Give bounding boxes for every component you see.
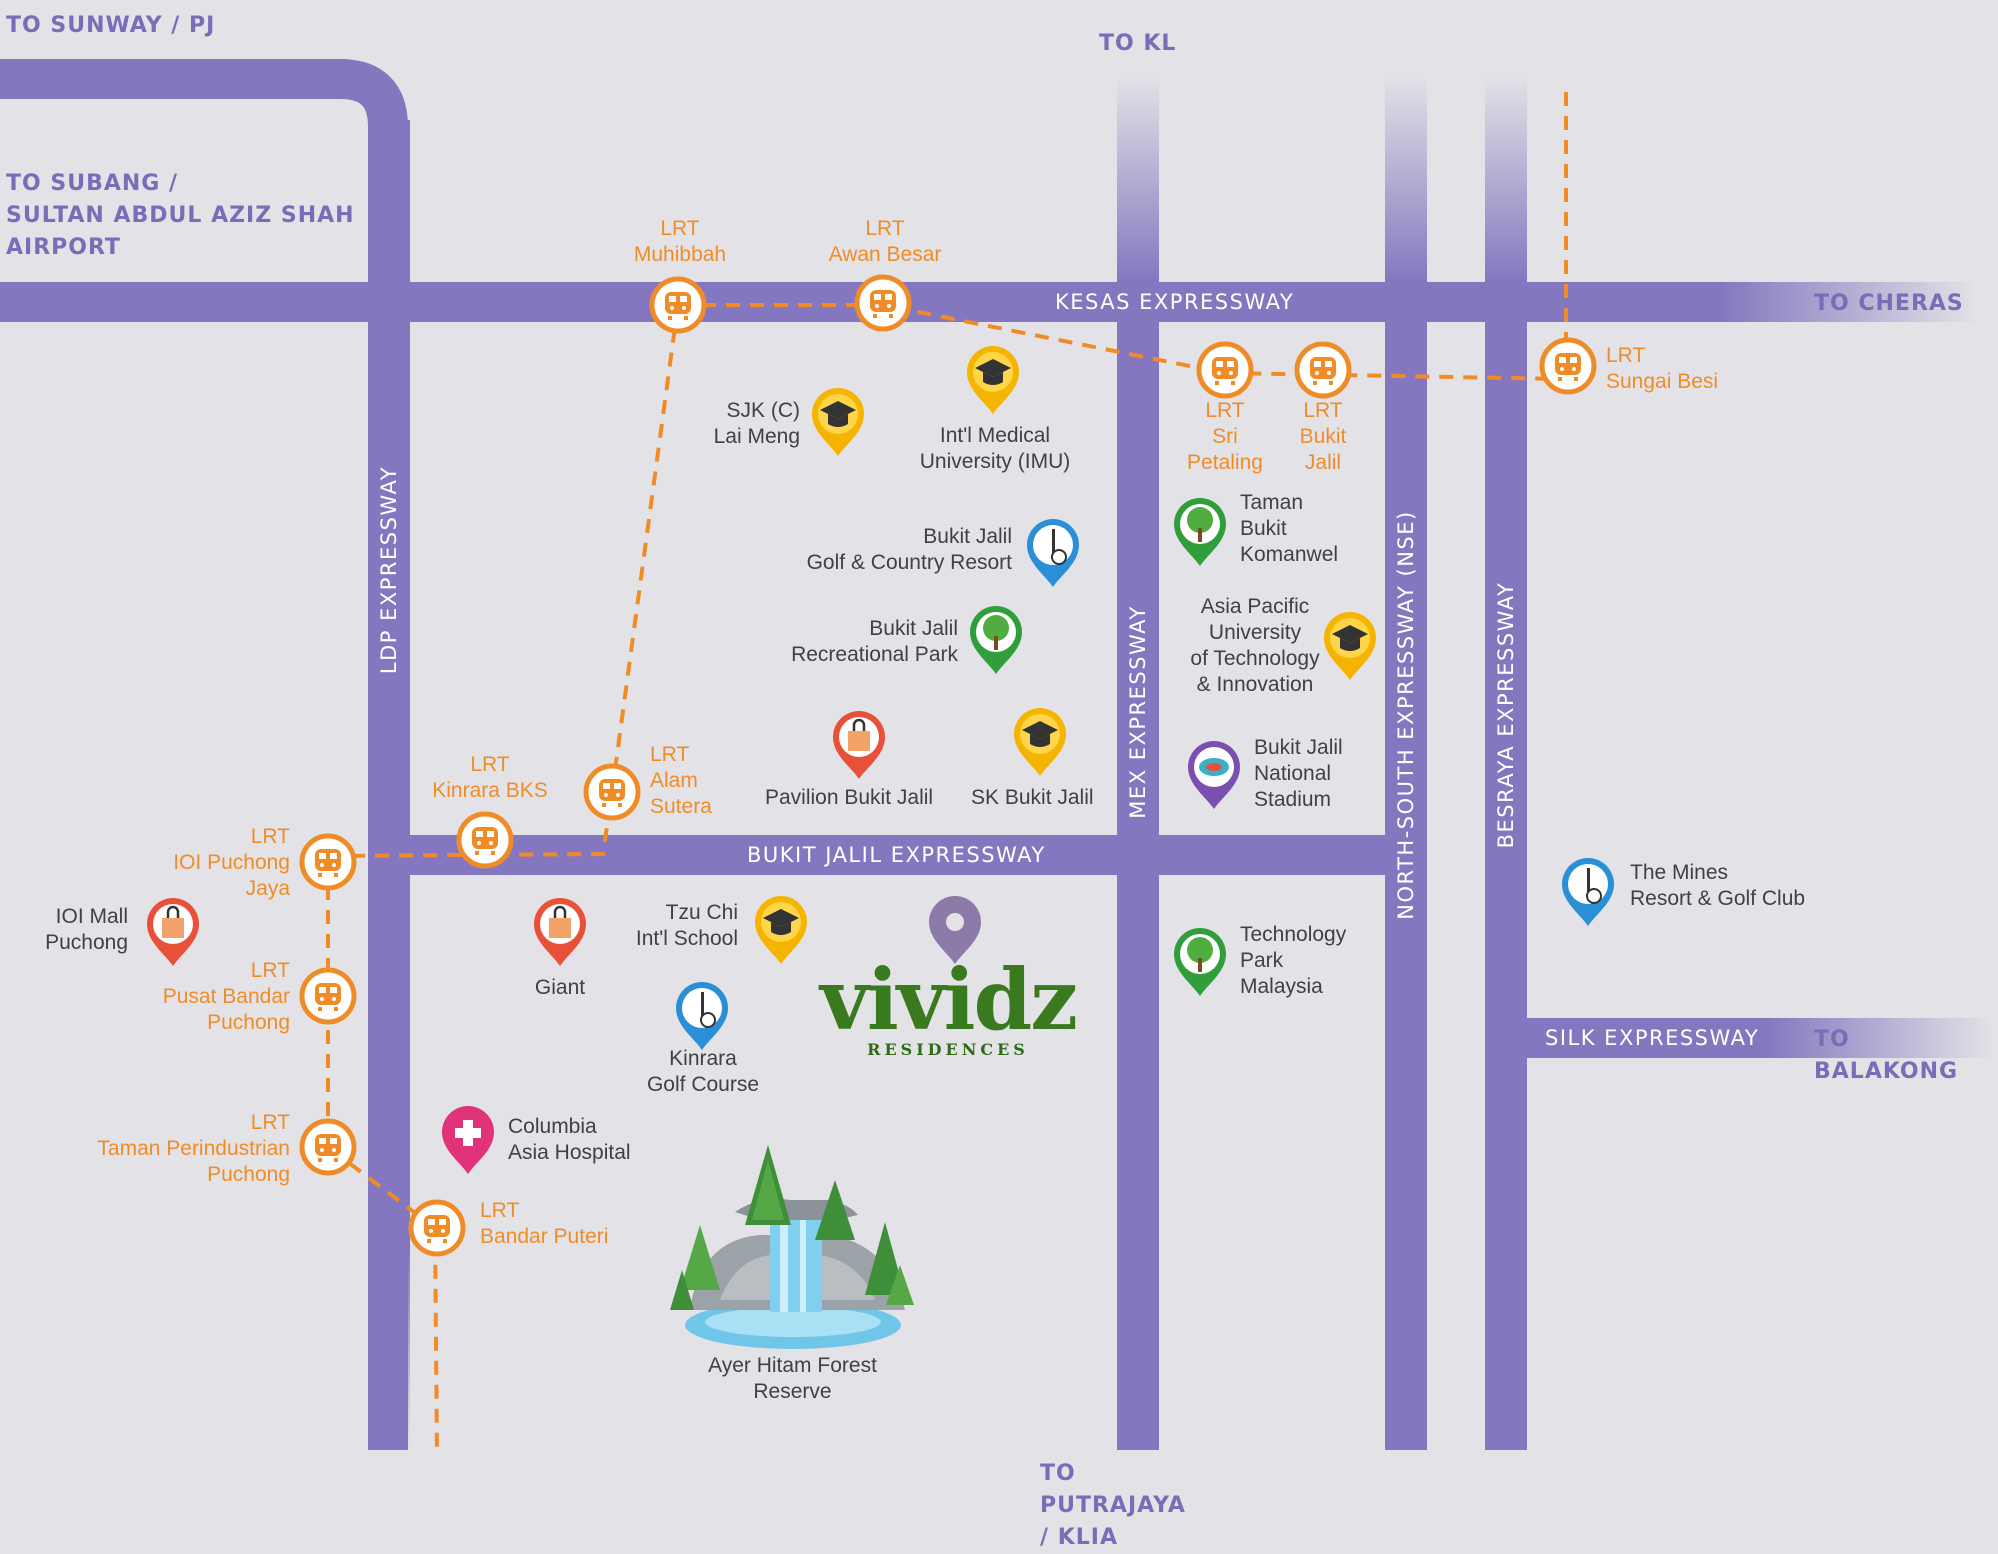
lrt-station-taman-perindustrian-puchong[interactable] <box>302 1121 354 1173</box>
lrt-station-muhibbah[interactable] <box>652 279 704 331</box>
park-pin-technology-park[interactable] <box>1174 928 1226 996</box>
lrt-label-pusat-bandar-puchong: LRT Pusat Bandar Puchong <box>162 959 290 1034</box>
place-label-pavilion: Pavilion Bukit Jalil <box>765 786 934 809</box>
place-label-ayer-hitam: Ayer Hitam Forest Reserve <box>708 1354 877 1403</box>
place-label-tzu-chi: Tzu Chi Int'l School <box>635 901 738 950</box>
park-pin-recreational-park[interactable] <box>970 606 1022 674</box>
road-kesas-fade-left <box>0 282 200 322</box>
lrt-label-bandar-puteri: LRT Bandar Puteri <box>480 1199 609 1248</box>
lrt-lines <box>326 92 1568 1456</box>
direction-kl: TO KL <box>1099 31 1177 56</box>
place-label-kinrara-golf: Kinrara Golf Course <box>646 1047 760 1096</box>
place-label-taman-bukit-komanwel: Taman Bukit Komanwel <box>1240 491 1339 566</box>
road-besraya <box>1485 75 1527 1450</box>
waterfall-forest-icon <box>670 1145 914 1349</box>
road-mex <box>1117 75 1159 1450</box>
mall-pin-giant[interactable] <box>534 898 586 966</box>
school-pin-imu[interactable] <box>967 346 1019 414</box>
lrt-label-alam-sutera: LRT Alam Sutera <box>650 743 712 818</box>
lrt-station-pusat-bandar-puchong[interactable] <box>302 970 354 1022</box>
road-ldp <box>368 120 410 1450</box>
road-sunway-fade <box>0 59 200 99</box>
lrt-station-kinrara-bks[interactable] <box>459 814 511 866</box>
hospital-pin-columbia-asia[interactable] <box>442 1106 494 1174</box>
road-label-mex: MEX EXPRESSWAY <box>1126 605 1150 819</box>
park-pin-taman-bukit-komanwel[interactable] <box>1174 498 1226 566</box>
brand-name: vividz <box>820 950 1078 1049</box>
lrt-label-taman-perindustrian-puchong: LRT Taman Perindustrian Puchong <box>97 1111 290 1186</box>
golf-pin-bukit-jalil-golf[interactable] <box>1027 519 1079 587</box>
lrt-station-sri-petaling[interactable] <box>1199 344 1251 396</box>
roads <box>0 59 1995 1450</box>
place-label-sk-bukit-jalil: SK Bukit Jalil <box>971 786 1094 809</box>
place-label-national-stadium: Bukit Jalil National Stadium <box>1254 736 1343 811</box>
place-label-ioi-mall: IOI Mall Puchong <box>45 905 128 954</box>
road-silk-fade <box>1765 1018 1995 1058</box>
lrt-station-bandar-puteri[interactable] <box>411 1202 463 1254</box>
place-label-imu: Int'l Medical University (IMU) <box>919 424 1071 473</box>
mall-pin-ioi-mall[interactable] <box>147 898 199 966</box>
place-label-rec-park: Bukit Jalil Recreational Park <box>791 617 958 666</box>
place-label-technology-park: Technology Park Malaysia <box>1240 923 1347 998</box>
lrt-station-sungai-besi[interactable] <box>1542 340 1594 392</box>
road-label-ldp: LDP EXPRESSWAY <box>377 465 401 675</box>
lrt-station-bukit-jalil[interactable] <box>1297 344 1349 396</box>
direction-sunway: TO SUNWAY / PJ <box>6 13 216 38</box>
lrt-label-ioi-puchong-jaya: LRT IOI Puchong Jaya <box>173 825 290 900</box>
lrt-label-sri-petaling: LRT Sri Petaling <box>1187 399 1263 474</box>
brand-subtitle: RESIDENCES <box>867 1040 1029 1059</box>
lrt-label-kinrara-bks: LRT Kinrara BKS <box>432 753 548 802</box>
stadium-pin-national-stadium[interactable] <box>1188 741 1240 809</box>
lrt-label-muhibbah: LRT Muhibbah <box>633 217 727 266</box>
lrt-line-diagonal <box>327 304 680 858</box>
lrt-label-awan-besar: LRT Awan Besar <box>828 217 942 266</box>
road-label-silk: SILK EXPRESSWAY <box>1545 1026 1760 1050</box>
school-pin-sjk-lai-meng[interactable] <box>812 388 864 456</box>
road-label-nse: NORTH-SOUTH EXPRESSWAY (NSE) <box>1394 510 1418 920</box>
lrt-station-awan-besar[interactable] <box>857 277 909 329</box>
brand-logo: vividz RESIDENCES <box>818 950 1078 1060</box>
road-label-besraya: BESRAYA EXPRESSWAY <box>1494 581 1518 849</box>
direction-subang-airport: TO SUBANG / SULTAN ABDUL AZIZ SHAH AIRPO… <box>6 171 355 260</box>
place-label-apu: Asia Pacific University of Technology & … <box>1190 595 1320 696</box>
school-pin-sk-bukit-jalil[interactable] <box>1014 708 1066 776</box>
road-silk <box>1485 1018 1765 1058</box>
lrt-station-alam-sutera[interactable] <box>586 766 638 818</box>
road-kesas-fade-right <box>1720 282 1980 322</box>
lrt-station-ioi-puchong-jaya[interactable] <box>302 836 354 888</box>
school-pin-tzu-chi[interactable] <box>755 896 807 964</box>
place-label-the-mines: The Mines Resort & Golf Club <box>1630 861 1806 910</box>
road-label-bukit-jalil: BUKIT JALIL EXPRESSWAY <box>747 843 1046 867</box>
mall-pin-pavilion[interactable] <box>833 711 885 779</box>
place-label-sjk-lai-meng: SJK (C) Lai Meng <box>713 399 800 448</box>
road-nse <box>1385 75 1427 1450</box>
direction-balakong: TO BALAKONG <box>1814 1027 1959 1084</box>
road-label-kesas: KESAS EXPRESSWAY <box>1055 290 1295 314</box>
lrt-line-puchong <box>326 862 439 1456</box>
direction-cheras: TO CHERAS <box>1814 291 1964 316</box>
lrt-label-sungai-besi: LRT Sungai Besi <box>1606 344 1719 393</box>
golf-pin-the-mines[interactable] <box>1562 858 1614 926</box>
place-label-golf-resort: Bukit Jalil Golf & Country Resort <box>806 525 1012 574</box>
place-label-giant: Giant <box>534 976 586 999</box>
place-label-columbia-asia: Columbia Asia Hospital <box>508 1115 631 1164</box>
direction-putrajaya-klia: TO PUTRAJAYA / KLIA <box>1040 1461 1186 1550</box>
golf-pin-kinrara[interactable] <box>676 982 728 1050</box>
lrt-label-bukit-jalil: LRT Bukit Jalil <box>1299 399 1347 474</box>
lrt-line-upper <box>678 303 1566 381</box>
